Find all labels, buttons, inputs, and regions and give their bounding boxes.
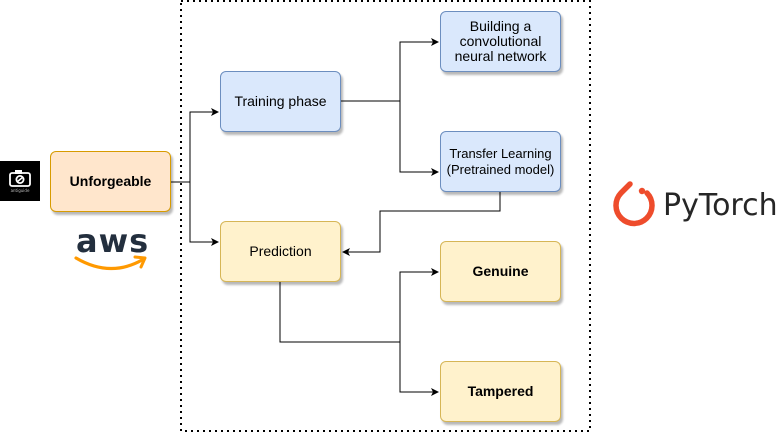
node-unforgeable[interactable]: Unforgeable [50,151,171,212]
edge-unforgeable-training [171,108,219,183]
node-tampered[interactable]: Tampered [440,361,561,422]
edge-prediction-genuine [279,268,439,343]
node-prediction-label: Prediction [249,243,312,259]
aws-logo-text: aws [76,222,150,260]
pytorch-logo-text: PyTorch [663,188,778,223]
node-training-phase-label: Training phase [234,93,327,109]
pytorch-flame-icon [613,181,655,227]
node-transfer-learning[interactable]: Transfer Learning (Pretrained model) [440,131,561,192]
node-building-cnn-label: Building a convolutional neural network [454,18,547,64]
aws-logo: aws [70,222,154,274]
edge-training-cnn [341,38,439,102]
edge-prediction-tampered [279,282,439,396]
camera-icon [9,170,31,187]
node-transfer-learning-label: Transfer Learning (Pretrained model) [446,145,555,177]
camera-logo: antiguide [0,161,40,201]
node-training-phase[interactable]: Training phase [220,71,341,132]
system-boundary [180,0,591,432]
node-tampered-label: Tampered [467,383,534,399]
edge-training-transfer [341,100,439,176]
pytorch-logo: PyTorch [608,180,778,234]
node-genuine-label: Genuine [472,263,529,279]
node-unforgeable-label: Unforgeable [69,173,152,189]
aws-smile-icon [74,255,147,271]
edge-unforgeable-prediction [171,181,219,246]
edge-transfer-prediction [342,192,501,256]
node-building-cnn[interactable]: Building a convolutional neural network [440,11,561,72]
node-prediction[interactable]: Prediction [220,221,341,282]
camera-logo-caption: antiguide [10,188,30,193]
node-genuine[interactable]: Genuine [440,241,561,302]
